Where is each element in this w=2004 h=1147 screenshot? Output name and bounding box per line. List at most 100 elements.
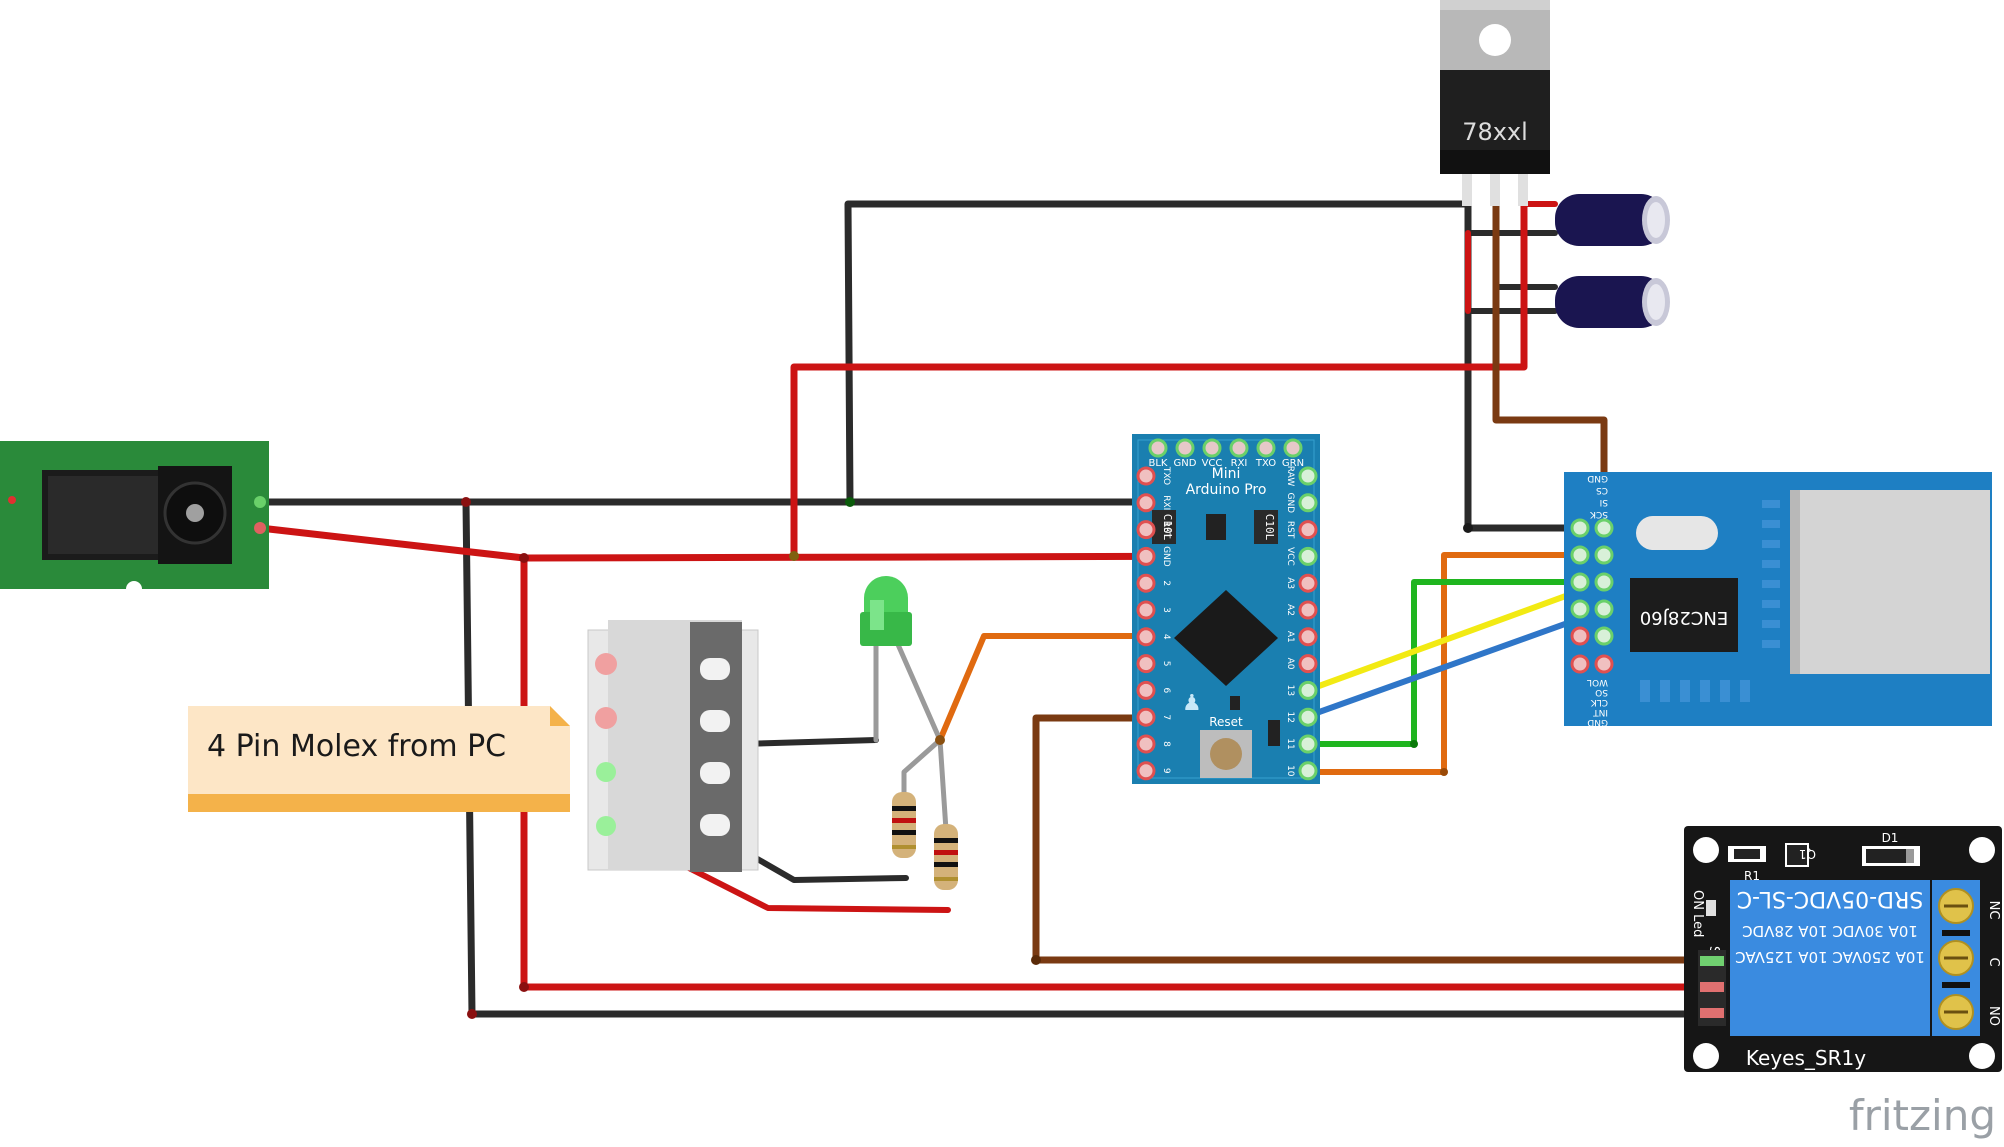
- arduino-top-pin[interactable]: [1256, 438, 1276, 458]
- wire-yellow-ethernet[interactable]: [1305, 579, 1607, 693]
- arduino-right-pin[interactable]: [1298, 493, 1318, 513]
- arduino-right-pin[interactable]: [1298, 654, 1318, 674]
- arduino-left-pin[interactable]: [1136, 493, 1156, 513]
- arduino-right-pin[interactable]: [1298, 546, 1318, 566]
- arduino-left-pin[interactable]: [1136, 734, 1156, 754]
- arduino-right-pin[interactable]: [1298, 520, 1318, 540]
- ethernet-pin[interactable]: [1570, 626, 1590, 646]
- ethernet-bottom-pin-label: GND: [1587, 717, 1608, 727]
- arduino-left-pin[interactable]: [1136, 654, 1156, 674]
- relay-terminal-no: NO: [1986, 1006, 2001, 1026]
- ethernet-bottom-pin-label: 5V: [1595, 727, 1608, 737]
- ethernet-pin[interactable]: [1594, 599, 1614, 619]
- arduino-left-pin-label: 2: [1161, 580, 1171, 586]
- arduino-right-pin[interactable]: [1298, 761, 1318, 781]
- ethernet-pin[interactable]: [1594, 572, 1614, 592]
- relay-r1-label: R1: [1744, 869, 1760, 883]
- ethernet-pin[interactable]: [1570, 599, 1590, 619]
- ethernet-top-pin-label: GND: [1587, 473, 1608, 483]
- ethernet-top-pin-label: SCK: [1589, 509, 1608, 519]
- arduino-left-pin[interactable]: [1136, 680, 1156, 700]
- arduino-left-pin[interactable]: [1136, 707, 1156, 727]
- arduino-top-pin-label: GRN: [1282, 458, 1304, 469]
- arduino-right-pin-label: A1: [1285, 631, 1295, 643]
- arduino-right-pin[interactable]: [1298, 707, 1318, 727]
- arduino-right-pin[interactable]: [1298, 680, 1318, 700]
- capacitor-2[interactable]: [1555, 276, 1670, 328]
- arduino-right-pin[interactable]: [1298, 627, 1318, 647]
- ethernet-pin[interactable]: [1570, 572, 1590, 592]
- arduino-left-pin-label: RST: [1161, 521, 1171, 539]
- ethernet-pin[interactable]: [1570, 545, 1590, 565]
- arduino-left-pin-label: TXO: [1161, 466, 1171, 485]
- relay-module[interactable]: SRD-05VDC-SL-C 10A 30VDC 10A 28VDC 10A 2…: [1684, 826, 2002, 1072]
- capacitor-1[interactable]: [1555, 194, 1670, 246]
- arduino-chip-left-label: C10L: [1161, 514, 1174, 541]
- ethernet-pin[interactable]: [1570, 654, 1590, 674]
- ethernet-pin[interactable]: [1594, 626, 1614, 646]
- junctions: [461, 497, 1473, 1019]
- arduino-left-pin-label: 5: [1161, 661, 1171, 667]
- ethernet-pin[interactable]: [1594, 518, 1614, 538]
- wire-orange-ethernet[interactable]: [1305, 552, 1583, 775]
- relay-label: Keyes_SR1y: [1746, 1046, 1866, 1070]
- arduino-top-pin[interactable]: [1175, 438, 1195, 458]
- arduino-left-pin[interactable]: [1136, 520, 1156, 540]
- ethernet-bottom-pin-label: INT: [1593, 707, 1608, 717]
- arduino-right-pin-label: 11: [1285, 738, 1295, 749]
- ethernet-top-pin-label: CS: [1596, 485, 1608, 495]
- wire-brown-arduino-relay[interactable]: [1032, 714, 1702, 964]
- wire-gray-resistor1[interactable]: [901, 737, 943, 803]
- arduino-top-pin[interactable]: [1148, 438, 1168, 458]
- arduino-logo-icon: ♟: [1182, 691, 1202, 716]
- arduino-left-pin[interactable]: [1136, 546, 1156, 566]
- arduino-top-pin[interactable]: [1202, 438, 1222, 458]
- arduino-top-pin-label: RXI: [1231, 458, 1248, 469]
- arduino-left-pin[interactable]: [1136, 573, 1156, 593]
- arduino-name-line2: Arduino Pro: [1186, 482, 1267, 498]
- arduino-left-pin[interactable]: [1136, 466, 1156, 486]
- resistor-2[interactable]: [934, 824, 958, 890]
- ethernet-pin[interactable]: [1594, 654, 1614, 674]
- relay-model: SRD-05VDC-SL-C: [1737, 886, 1924, 911]
- dc-jack[interactable]: [0, 441, 269, 597]
- ethernet-bottom-pin-label: CLK: [1590, 697, 1608, 707]
- green-led[interactable]: [860, 576, 912, 646]
- arduino-right-pin[interactable]: [1298, 600, 1318, 620]
- arduino-name-line1: Mini: [1212, 466, 1241, 482]
- arduino-top-pin[interactable]: [1229, 438, 1249, 458]
- molex-connector[interactable]: [587, 620, 759, 872]
- wire-red-regulator-in[interactable]: [790, 200, 1528, 560]
- arduino-right-pin-label: 13: [1285, 685, 1295, 696]
- arduino-right-pin-label: VCC: [1285, 547, 1295, 566]
- note-label: 4 Pin Molex from PC: [188, 706, 570, 812]
- arduino-left-pin-label: 9: [1161, 768, 1171, 774]
- arduino-reset-label: Reset: [1209, 715, 1243, 729]
- ethernet-pin[interactable]: [1594, 545, 1614, 565]
- ethernet-pin[interactable]: [1570, 518, 1590, 538]
- arduino-right-pin-label: A0: [1285, 658, 1295, 670]
- wire-green-ethernet[interactable]: [1305, 579, 1607, 747]
- ethernet-pads: [1640, 500, 1780, 702]
- arduino-right-pin[interactable]: [1298, 734, 1318, 754]
- voltage-regulator[interactable]: 78xxl: [1440, 0, 1550, 206]
- resistor-1[interactable]: [892, 792, 916, 858]
- arduino-chip-right-label: C10L: [1263, 514, 1276, 541]
- arduino-top-pin[interactable]: [1283, 438, 1303, 458]
- arduino-right-pin[interactable]: [1298, 573, 1318, 593]
- relay-q1-label: Q1: [1799, 847, 1816, 861]
- arduino-left-pin[interactable]: [1136, 761, 1156, 781]
- arduino-right-pin-label: 10: [1285, 765, 1295, 777]
- arduino-top-pin-label: VCC: [1202, 458, 1223, 469]
- ethernet-chip-label: ENC28J60: [1640, 607, 1729, 628]
- arduino-left-pin[interactable]: [1136, 627, 1156, 647]
- arduino-right-pin[interactable]: [1298, 466, 1318, 486]
- wire-blue-ethernet[interactable]: [1305, 607, 1607, 719]
- regulator-label: 78xxl: [1462, 118, 1528, 146]
- arduino-left-pin[interactable]: [1136, 600, 1156, 620]
